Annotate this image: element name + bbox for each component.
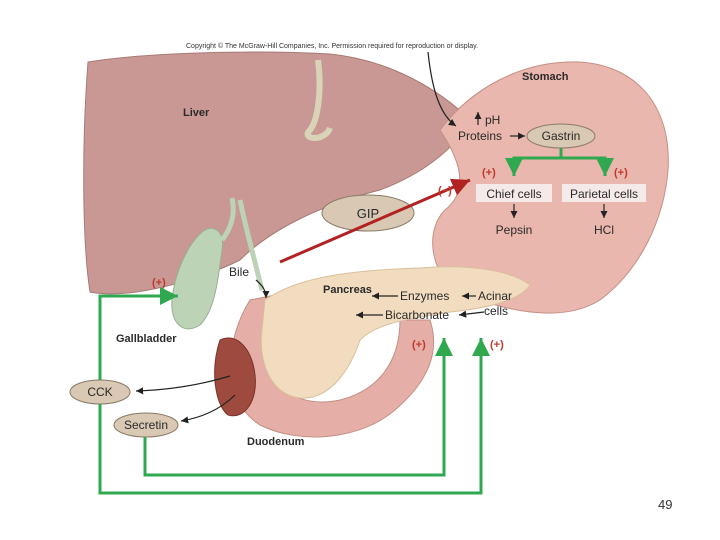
gallbladder-shape	[171, 227, 224, 330]
gastrin-label: Gastrin	[542, 129, 581, 143]
gip-minus-sign: (−)	[438, 185, 452, 197]
acinar-label-line1: Acinar	[478, 289, 512, 303]
cck-to-gallbladder-arrow	[98, 287, 178, 380]
cck-box: CCK	[69, 379, 131, 405]
hcl-label: HCl	[594, 223, 614, 237]
hepatic-duct	[220, 197, 236, 242]
parietal-cells-box	[562, 184, 646, 202]
pancreas-label: Pancreas	[323, 284, 372, 296]
cck-label: CCK	[87, 385, 112, 399]
gallbladder-label: Gallbladder	[116, 333, 177, 345]
gastrin-to-parietal-arrow	[561, 156, 614, 176]
gip-label: GIP	[357, 206, 379, 221]
acinar-to-bicarbonate-arrow	[458, 310, 485, 318]
food-arrow	[427, 51, 457, 127]
duodenum-to-secretin-arrow	[180, 394, 236, 424]
proteins-label: Proteins	[458, 129, 502, 143]
parietal-plus-sign: (+)	[614, 167, 628, 179]
pancreas-shape	[260, 266, 531, 399]
copyright-text: Copyright © The McGraw-Hill Companies, I…	[186, 42, 478, 50]
enzymes-label: Enzymes	[400, 289, 449, 303]
gip-inhibition-arrow	[279, 178, 471, 264]
secretin-box: Secretin	[113, 412, 179, 438]
bile-arrow	[255, 279, 270, 299]
parietal-cells-label: Parietal cells	[570, 187, 638, 201]
chief-cells-label: Chief cells	[486, 187, 541, 201]
bicarbonate-plus-sign: (+)	[412, 339, 426, 351]
liver-shape	[83, 51, 471, 295]
stomach-label: Stomach	[522, 71, 569, 83]
ph-label: pH	[485, 113, 500, 127]
liver-label: Liver	[183, 107, 210, 119]
page-number: 49	[658, 497, 673, 512]
gastrin-to-chief-arrow	[505, 148, 563, 176]
bile-label: Bile	[229, 265, 249, 279]
acinar-plus-sign: (+)	[490, 339, 504, 351]
bile-duct	[237, 199, 265, 291]
chief-plus-sign: (+)	[482, 167, 496, 179]
gastrin-box: Gastrin	[526, 123, 596, 149]
ligament-shape	[304, 59, 333, 141]
pepsin-label: Pepsin	[496, 223, 533, 237]
secretin-to-pancreas-arrow	[143, 338, 453, 477]
duodenum-to-cck-arrow	[135, 375, 231, 395]
gallbladder-plus-sign: (+)	[152, 277, 166, 289]
cck-to-acinar-arrow	[98, 338, 490, 495]
duodenum-label: Duodenum	[247, 436, 305, 448]
secretin-label: Secretin	[124, 418, 168, 432]
bicarbonate-label: Bicarbonate	[385, 308, 449, 322]
duodenal-folds	[214, 337, 256, 417]
chief-cells-box	[476, 184, 552, 202]
gip-box: GIP	[321, 194, 415, 232]
acinar-label-line2: cells	[484, 304, 508, 318]
